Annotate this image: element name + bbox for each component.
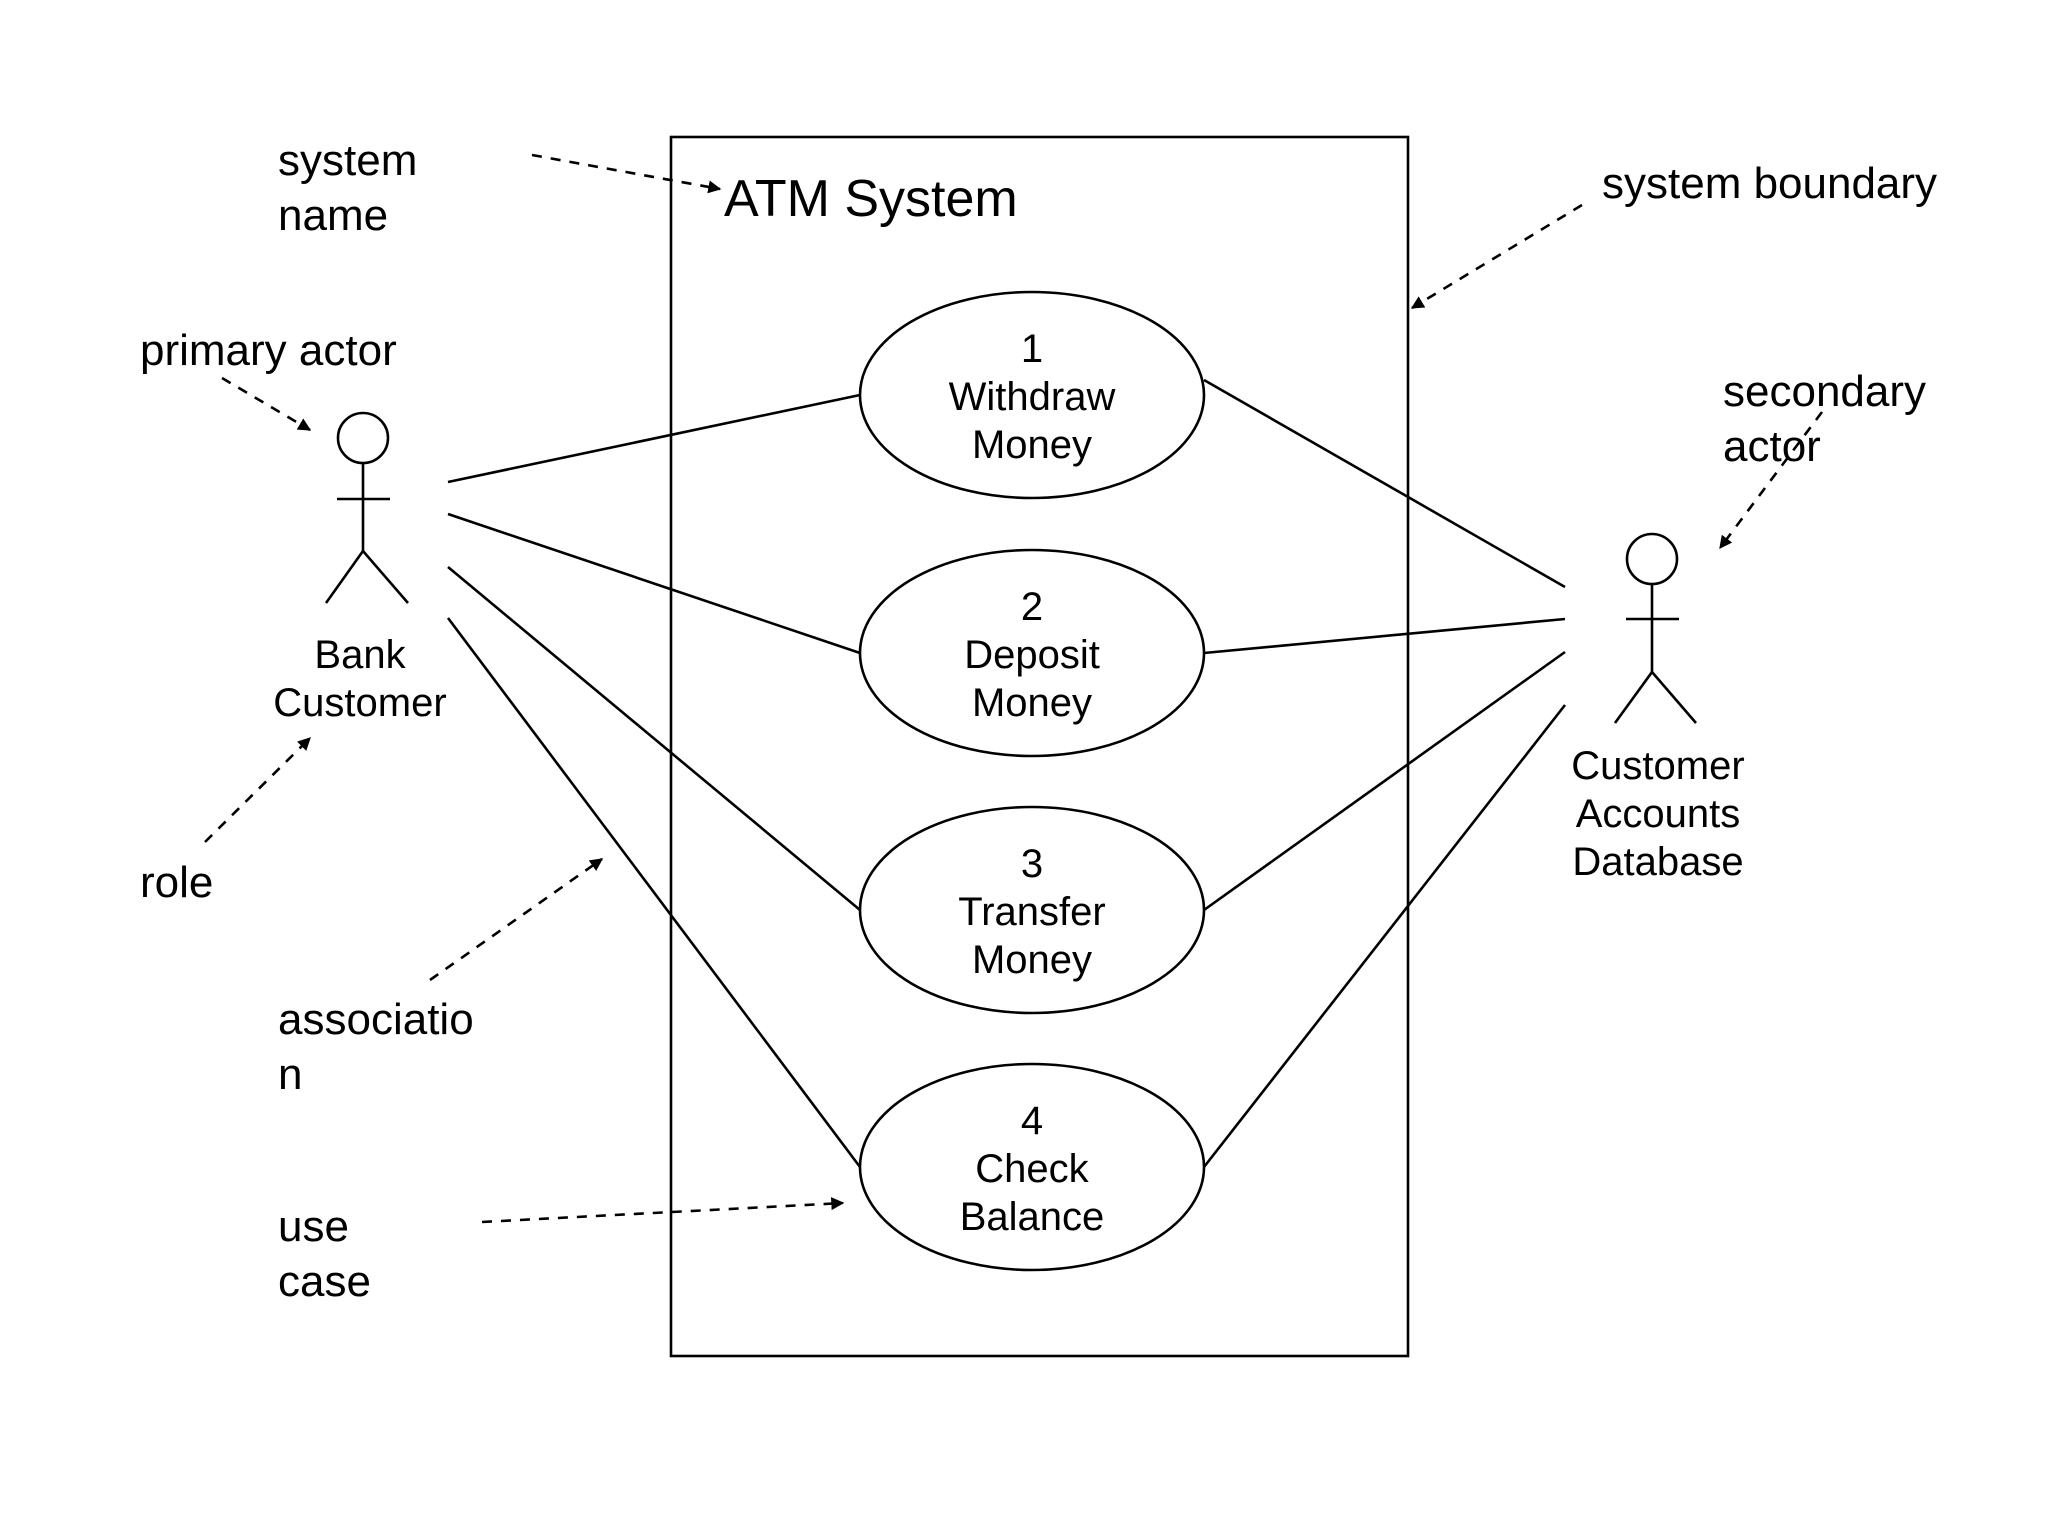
actor-label: Customer [273,681,446,725]
use-case-label: Withdraw [949,375,1116,419]
association-line [447,566,861,911]
use-case-label: Balance [960,1195,1105,1239]
annotation-role: role [140,737,311,907]
annotation-text: actor [1723,422,1821,471]
annotation-secondary-actor: secondary actor [1718,367,1926,550]
annotation-arrow [481,1197,845,1224]
association-line [1203,378,1566,589]
annotation-text: role [140,858,213,907]
annotation-arrow [531,153,722,194]
use-case-withdraw-money: 1 Withdraw Money [858,290,1206,500]
use-case-label: Money [972,938,1092,982]
use-case-deposit-money: 2 Deposit Money [858,548,1206,758]
association-line [1202,704,1567,1168]
actor-label: Accounts [1576,792,1741,836]
actor-label: Customer [1571,744,1744,788]
use-case-label: Money [972,423,1092,467]
annotation-text: associatio [278,995,474,1044]
use-case-number: 3 [1021,842,1043,886]
annotation-association: associatio n [278,857,604,1099]
annotation-system-name: system name [278,136,722,240]
annotation-arrow [1410,203,1583,310]
annotation-text: name [278,191,388,240]
annotation-text: use [278,1202,349,1251]
use-case-label: Deposit [964,633,1100,677]
annotation-arrow [221,376,312,432]
association-line [1203,650,1566,912]
annotation-text: case [278,1257,371,1306]
primary-actor: Bank Customer [273,411,447,725]
association-line [446,617,862,1168]
annotation-text: n [278,1050,302,1099]
annotation-text: system boundary [1602,159,1937,208]
annotation-primary-actor: primary actor [140,326,397,432]
annotation-arrow [1718,411,1824,550]
secondary-actor: Customer Accounts Database [1571,532,1745,884]
annotation-text: secondary [1723,367,1926,416]
association-line [447,393,861,484]
use-case-number: 2 [1021,585,1043,629]
annotation-arrow [429,857,604,982]
use-case-check-balance: 4 Check Balance [858,1062,1206,1272]
use-case-label: Check [975,1147,1089,1191]
association-line [1203,617,1566,655]
use-case-number: 1 [1021,327,1043,371]
stick-figure-icon [1613,532,1697,724]
annotation-system-boundary: system boundary [1410,159,1937,310]
actor-label: Database [1572,840,1743,884]
use-case-label: Money [972,681,1092,725]
actor-label: Bank [314,633,406,677]
use-case-label: Transfer [958,890,1105,934]
annotation-arrow [204,737,311,843]
association-line [447,512,861,655]
annotation-text: system [278,136,417,185]
system-title: ATM System [724,170,1018,228]
use-case-transfer-money: 3 Transfer Money [858,805,1206,1015]
use-case-number: 4 [1021,1099,1043,1143]
system-boundary-rect [669,135,1410,1358]
annotation-use-case: use case [278,1197,845,1306]
annotation-text: primary actor [140,326,397,375]
stick-figure-icon [324,411,409,604]
